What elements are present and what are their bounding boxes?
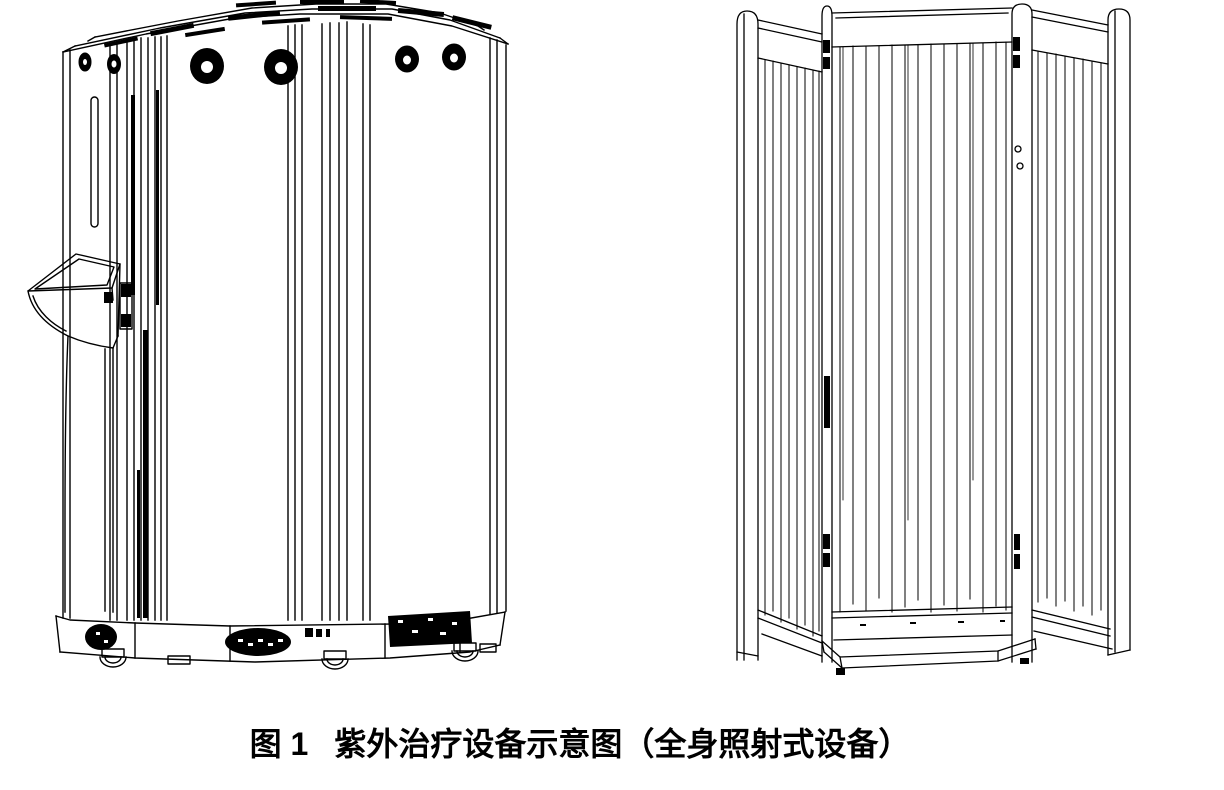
control-console [27,253,133,613]
uv-panel-device-drawing [736,3,1131,675]
right-fold-panel [1031,9,1113,650]
left-frame-post [736,10,759,661]
right-hinge-post [1011,3,1033,663]
foot-base [821,638,1037,675]
lamp-tubes-right [1037,50,1102,616]
lamp-tubes-left [764,59,820,637]
figure-number: 图 1 [249,726,309,762]
grille-slits [96,618,457,646]
door-seal-bars [131,90,159,618]
left-hinge-post [821,5,833,663]
slot-window [90,96,99,228]
cabinet-base [55,611,506,663]
hinges-right [1013,37,1020,569]
figure-caption: 图 1 紫外治疗设备示意图（全身照射式设备） [0,722,1160,766]
center-panel [831,7,1013,641]
lamp-tubes-center [839,41,1007,613]
vent-holes [78,43,466,85]
figure-title: 紫外治疗设备示意图（全身照射式设备） [334,726,911,762]
right-frame-post [1107,8,1131,656]
cabinet-panel-edges [62,21,507,621]
caster-wheels [99,642,497,670]
left-fold-panel [757,19,823,657]
console-button [104,292,113,303]
uv-cabinet-device-drawing [27,0,509,670]
cabinet-top-rim [62,0,509,53]
hinges-left [823,40,830,567]
